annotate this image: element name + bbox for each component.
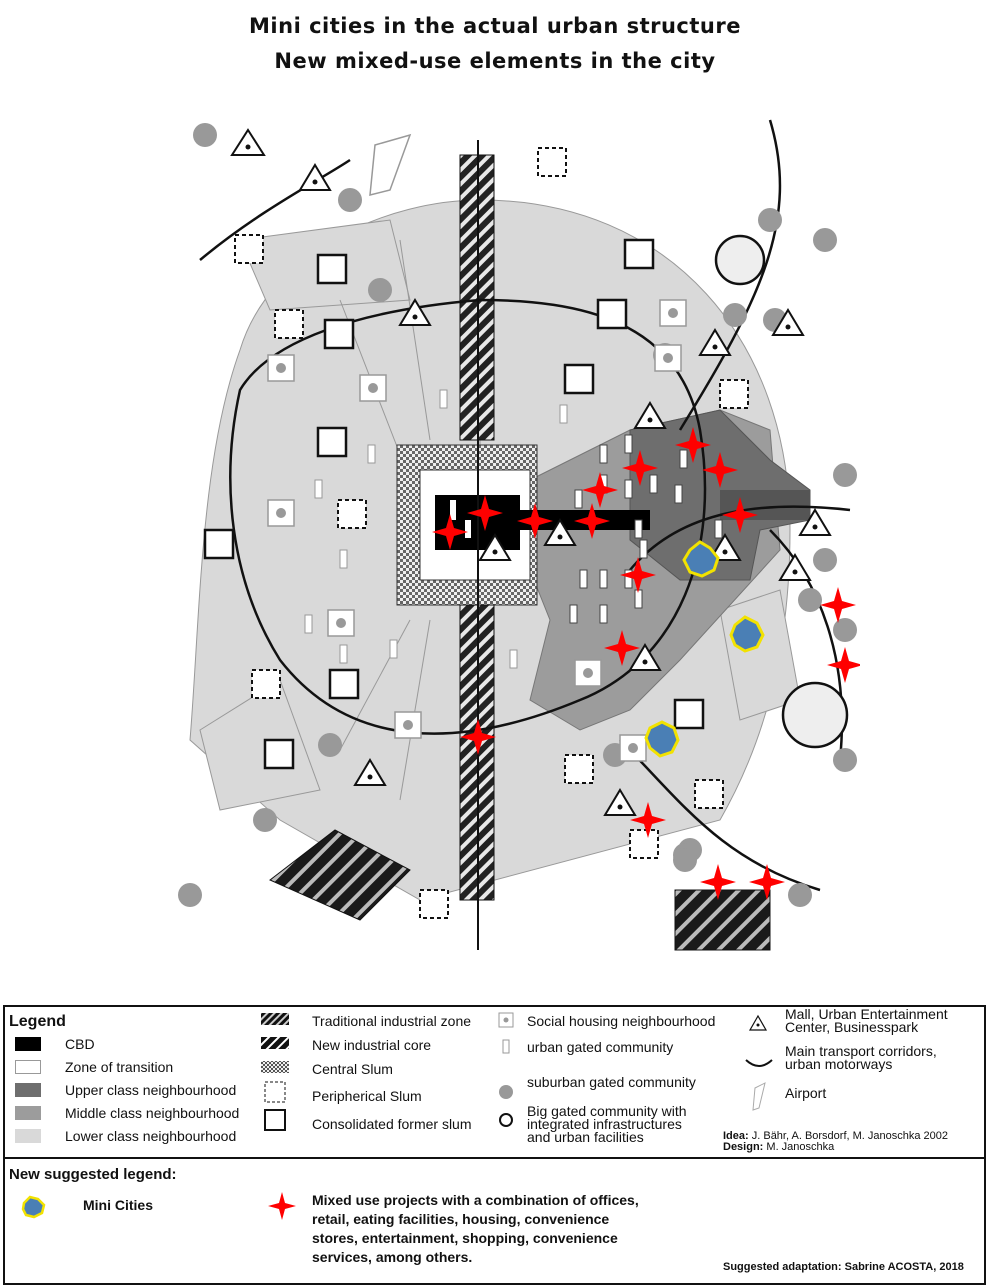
upper-swatch xyxy=(15,1083,41,1097)
transport-corridors xyxy=(199,119,851,892)
col3-icons xyxy=(498,1012,514,1127)
mixed-use-star-icon xyxy=(268,1192,296,1220)
legend-mixed-use-1: Mixed use projects with a combination of… xyxy=(312,1192,639,1208)
legend-idea: Idea: J. Bähr, A. Borsdorf, M. Janoschka… xyxy=(723,1130,949,1142)
urban-gated-communities xyxy=(304,389,568,669)
legend-central-slum: Central Slum xyxy=(312,1061,393,1077)
legend-big-gated-3: and urban facilities xyxy=(527,1129,644,1145)
legend-middle: Middle class neighbourhood xyxy=(65,1105,240,1121)
legend-mini-cities: Mini Cities xyxy=(83,1197,154,1213)
legend-social-housing: Social housing neighbourhood xyxy=(527,1013,716,1029)
urban-structure-map xyxy=(178,119,860,951)
legend-mixed-use-2: retail, eating facilities, housing, conv… xyxy=(312,1211,610,1227)
mini-city-icon xyxy=(21,1195,46,1219)
new-industrial-core xyxy=(269,829,411,921)
legend-big-gated-1: Big gated community with xyxy=(527,1103,687,1119)
legend-suburban-gated: suburban gated community xyxy=(527,1074,696,1090)
malls xyxy=(230,128,832,816)
legend-airport: Airport xyxy=(785,1085,827,1101)
legend-lower: Lower class neighbourhood xyxy=(65,1128,237,1144)
legend-big-gated-2: integrated infrastructures xyxy=(527,1116,682,1132)
lower-swatch xyxy=(15,1129,41,1143)
legend-cbd: CBD xyxy=(65,1036,95,1052)
peripheral-slums xyxy=(234,147,749,919)
legend-transition: Zone of transition xyxy=(65,1059,174,1075)
mixed-use-stars xyxy=(432,427,860,900)
transition-swatch xyxy=(15,1060,41,1074)
legend-divider xyxy=(5,1157,984,1159)
new-legend-heading: New suggested legend: xyxy=(9,1166,177,1183)
legend-heading: Legend xyxy=(9,1013,66,1030)
big-gated-community xyxy=(714,234,766,286)
airport-icon xyxy=(369,133,412,196)
big-gated-community-2 xyxy=(781,681,849,749)
legend-urban-gated: urban gated community xyxy=(527,1039,674,1055)
legend-mall-1: Mall, Urban Entertainment xyxy=(785,1006,948,1022)
title-line-2: New mixed-use elements in the city xyxy=(274,49,716,73)
legend-transport-1: Main transport corridors, xyxy=(785,1043,937,1059)
legend-peripheral-slum: Peripherical Slum xyxy=(312,1088,422,1104)
legend-transport-2: urban motorways xyxy=(785,1056,893,1072)
legend-mall-2: Center, Businesspark xyxy=(785,1019,919,1035)
social-housing-neighbourhoods xyxy=(267,299,687,762)
mini-cities xyxy=(644,540,765,758)
legend-box: Legend CBD Zone of transition Upper clas… xyxy=(3,1005,986,1285)
middle-swatch xyxy=(15,1106,41,1120)
col2-icons xyxy=(261,1013,289,1131)
legend-upper: Upper class neighbourhood xyxy=(65,1082,237,1098)
legend-mixed-use-4: services, among others. xyxy=(312,1249,473,1265)
legend-adaptation: Suggested adaptation: Sabrine ACOSTA, 20… xyxy=(723,1261,964,1273)
new-industrial-core-2 xyxy=(674,889,771,951)
legend-new-industrial: New industrial core xyxy=(312,1037,432,1053)
legend-design: Design: M. Janoschka xyxy=(723,1141,835,1153)
suburban-gated-communities xyxy=(178,123,857,907)
legend-consolidated-slum: Consolidated former slum xyxy=(312,1116,472,1132)
cbd-swatch xyxy=(15,1037,41,1051)
title-line-1: Mini cities in the actual urban structur… xyxy=(249,14,741,38)
consolidated-former-slums xyxy=(203,238,705,770)
legend-traditional-industrial: Traditional industrial zone xyxy=(312,1013,472,1029)
col4-icons xyxy=(745,1014,773,1111)
legend-mixed-use-3: stores, entertainment, shopping, conveni… xyxy=(312,1230,618,1246)
